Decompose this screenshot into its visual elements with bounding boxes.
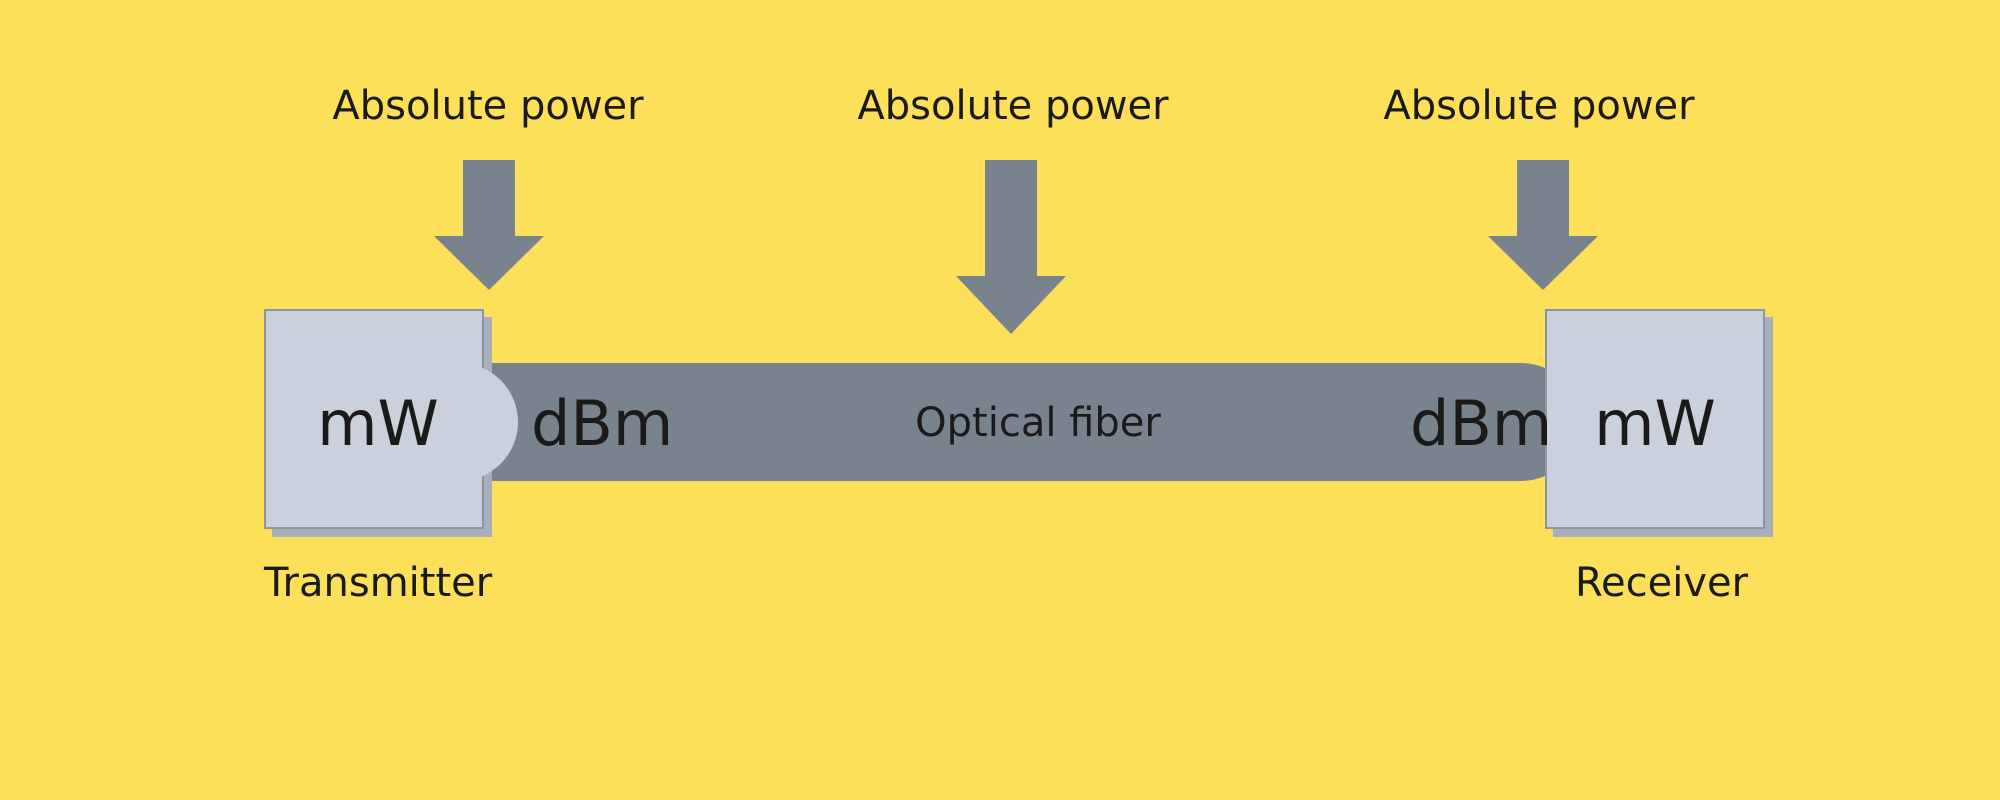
down-arrow-icon: [956, 160, 1066, 334]
fiber-label: Optical fiber: [915, 400, 1161, 446]
down-arrow-icon: [1488, 160, 1598, 290]
fiber-unit-right: dBm: [1410, 387, 1553, 460]
receiver-box: [1545, 309, 1765, 529]
receiver-label: Receiver: [1575, 560, 1749, 606]
transmitter-label: Transmitter: [264, 560, 493, 606]
fiber-unit-left: dBm: [531, 387, 674, 460]
measurement-label-transmitter: Absolute power: [332, 83, 644, 129]
measurement-label-fiber: Absolute power: [857, 83, 1169, 129]
down-arrow-icon: [434, 160, 544, 290]
transmitter-unit: mW: [317, 387, 439, 460]
optical-fiber: [470, 363, 1580, 481]
measurement-label-receiver: Absolute power: [1383, 83, 1695, 129]
receiver-unit: mW: [1594, 387, 1716, 460]
